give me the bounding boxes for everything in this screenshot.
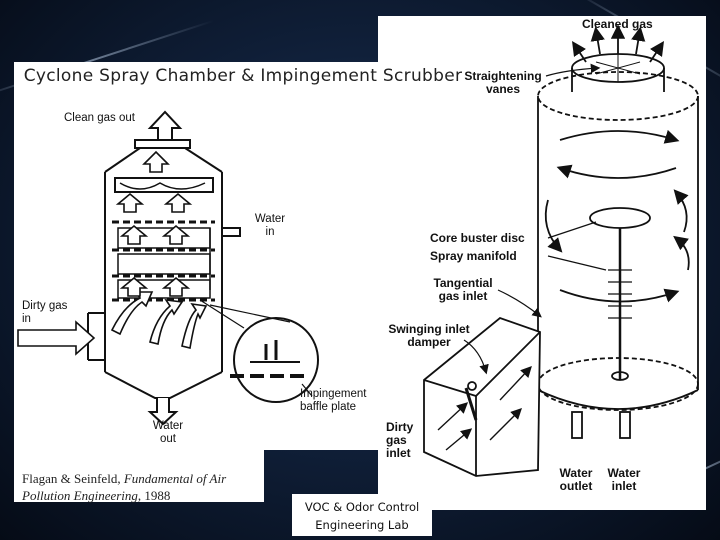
- citation: Flagan & Seinfeld, Fundamental of Air Po…: [22, 470, 262, 504]
- slide-title: Cyclone Spray Chamber & Impingement Scru…: [23, 66, 463, 86]
- footer-lab-name: VOC & Odor Control Engineering Lab: [304, 500, 420, 532]
- label-swinging-inlet-damper: Swinging inlet damper: [388, 322, 470, 349]
- label-dirty-gas-in: Dirty gas in: [22, 300, 68, 325]
- impingement-scrubber-drawing: [87, 110, 319, 426]
- label-dirty-gas-inlet: Dirty gas inlet: [386, 420, 414, 460]
- gas-flow-arrows: [17, 150, 208, 356]
- label-water-inlet: Water inlet: [607, 466, 641, 493]
- label-core-buster-disc: Core buster disc: [430, 231, 525, 245]
- label-cleaned-gas: Cleaned gas: [582, 17, 653, 31]
- footer-panel: [292, 494, 432, 536]
- label-clean-gas-out: Clean gas out: [64, 112, 135, 124]
- label-straightening-vanes: Straightening vanes: [464, 69, 542, 96]
- citation-authors: Flagan & Seinfeld,: [22, 471, 124, 486]
- label-tangential-gas-inlet: Tangential gas inlet: [433, 276, 493, 303]
- cyclone-spray-chamber-drawing: [423, 24, 699, 477]
- label-water-outlet: Water outlet: [559, 466, 593, 493]
- label-water-in: Water in: [254, 213, 286, 238]
- label-impingement-baffle-plate: Impingement baffle plate: [300, 388, 367, 413]
- label-water-out: Water out: [152, 420, 184, 445]
- citation-book-title: Fundamental of Air Pollution Engineering: [22, 471, 227, 503]
- credit-panel: [14, 450, 264, 502]
- citation-year: , 1988: [137, 488, 171, 503]
- label-spray-manifold: Spray manifold: [430, 249, 517, 263]
